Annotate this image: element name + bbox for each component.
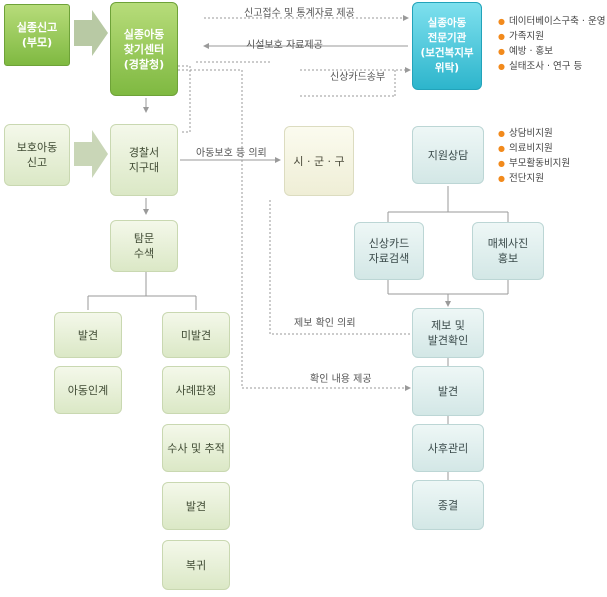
label-card-send: 신상카드송부 (330, 72, 386, 83)
specialized-agency-box: 실종아동 전문기관 (보건복지부 위탁) (412, 2, 482, 90)
protected-child-box: 보호아동 신고 (4, 124, 70, 186)
bullet-icon: ● (498, 32, 505, 41)
city-box: 시 · 군 · 구 (284, 126, 354, 196)
bullet-icon: ● (498, 129, 505, 138)
agency-service-item: ●가족지원 (498, 31, 544, 42)
found-right-box: 발견 (412, 366, 484, 416)
search-center-box: 실종아동 찾기센터 (경찰청) (110, 2, 178, 96)
agency-service-item: ●데이터베이스구축 · 운영 (498, 16, 606, 27)
investigation-box: 수사 및 추적 (162, 424, 230, 472)
bullet-icon: ● (498, 47, 505, 56)
media-promo-box: 매체사진 홍보 (472, 222, 544, 280)
case-judgment-box: 사례판정 (162, 366, 230, 414)
consult-service-item: ●의료비지원 (498, 143, 553, 154)
label-confirm-provide: 확인 내용 제공 (310, 374, 372, 385)
chevron-arrow-top (74, 10, 108, 56)
not-found-box: 미발견 (162, 312, 230, 358)
label-facility-data: 시설보호 자료제공 (246, 40, 323, 51)
label-child-protect: 아동보호 등 의뢰 (196, 148, 267, 159)
consult-service-item: ●전단지원 (498, 173, 544, 184)
card-search-box: 신상카드 자료검색 (354, 222, 424, 280)
support-consult-box: 지원상담 (412, 126, 484, 184)
bullet-icon: ● (498, 17, 505, 26)
report-confirm-box: 제보 및 발견확인 (412, 308, 484, 358)
bullet-icon: ● (498, 144, 505, 153)
bullet-icon: ● (498, 174, 505, 183)
label-report-request: 제보 확인 의뢰 (294, 318, 356, 329)
label-report-stats: 신고접수 및 통계자료 제공 (244, 8, 355, 19)
closure-box: 종결 (412, 480, 484, 530)
aftercare-box: 사후관리 (412, 424, 484, 472)
agency-services-list: ●데이터베이스구축 · 운영 ●가족지원 ●예방 · 홍보 ●실태조사 · 연구… (498, 14, 605, 74)
found-mid-box: 발견 (162, 482, 230, 530)
report-parent-box: 실종신고 (부모) (4, 4, 70, 66)
chevron-arrow-mid (74, 130, 108, 178)
consult-service-item: ●상담비지원 (498, 128, 553, 139)
bullet-icon: ● (498, 159, 505, 168)
found-left-box: 발견 (54, 312, 122, 358)
return-home-box: 복귀 (162, 540, 230, 590)
consult-services-list: ●상담비지원 ●의료비지원 ●부모활동비지원 ●전단지원 (498, 126, 570, 186)
agency-service-item: ●실태조사 · 연구 등 (498, 61, 583, 72)
child-handover-box: 아동인계 (54, 366, 122, 414)
consult-service-item: ●부모활동비지원 (498, 158, 571, 169)
agency-service-item: ●예방 · 홍보 (498, 46, 554, 57)
police-station-box: 경찰서 지구대 (110, 124, 178, 196)
visit-search-box: 탐문 수색 (110, 220, 178, 272)
bullet-icon: ● (498, 62, 505, 71)
